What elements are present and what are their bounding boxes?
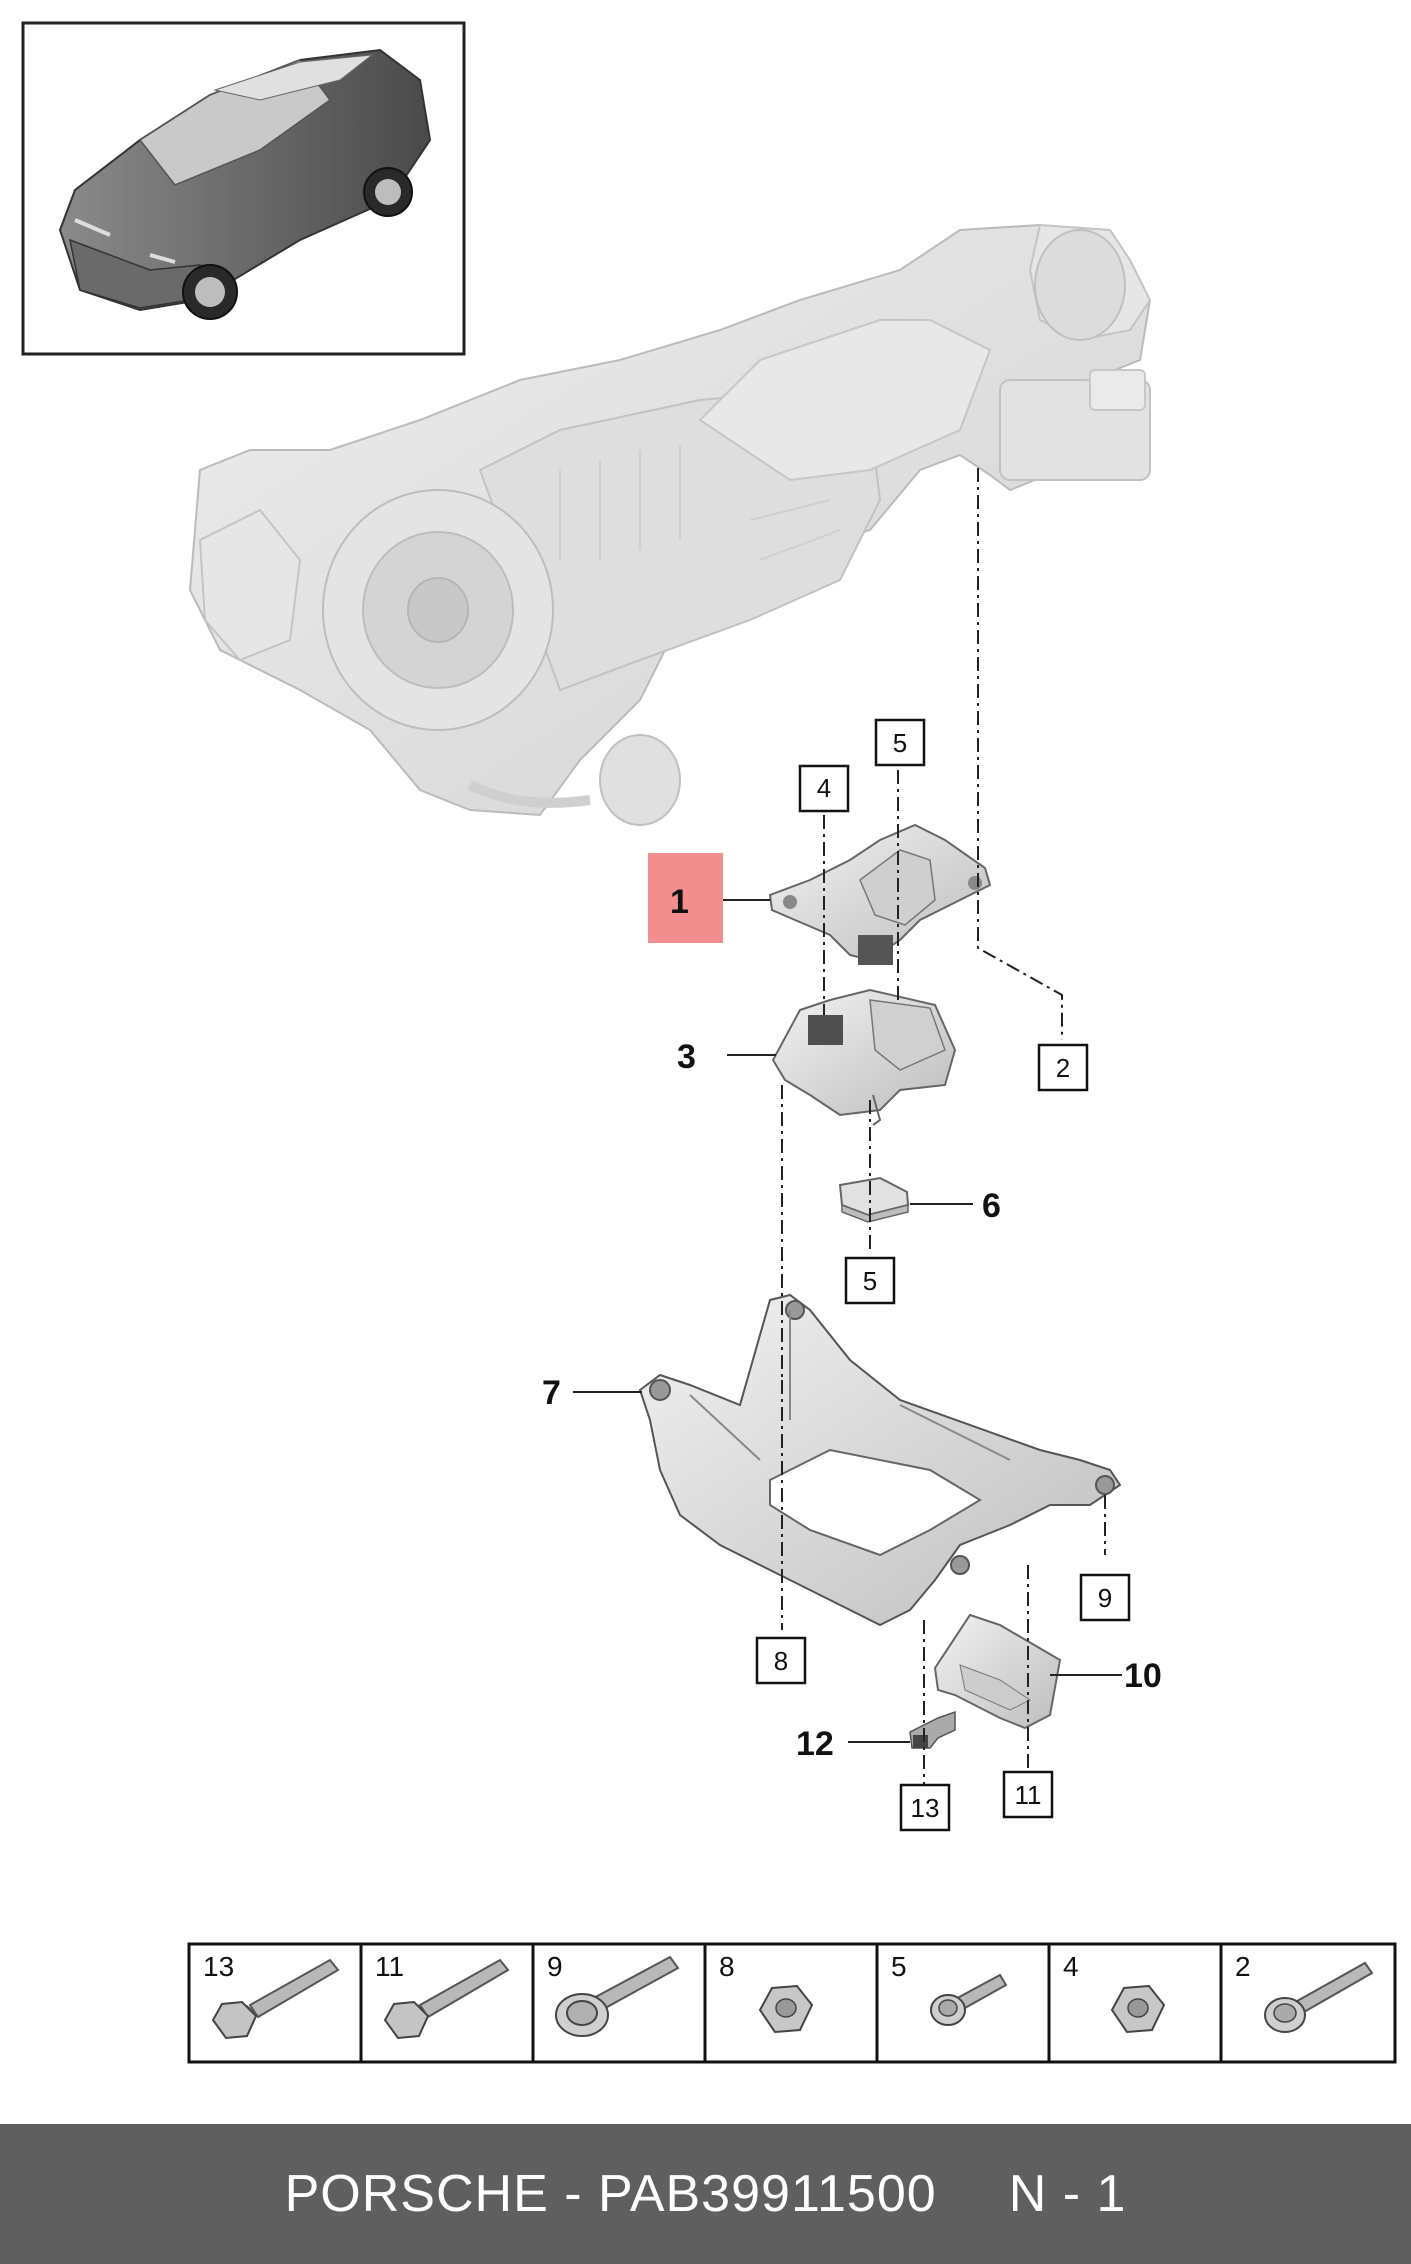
label-part-1: 1 — [670, 883, 689, 921]
part-7-crossmember — [638, 1293, 1122, 1627]
hex-flange-bolt-long-icon — [383, 1958, 510, 2040]
callout-box-2: 2 — [1037, 1043, 1089, 1092]
assembly-lines — [781, 468, 1106, 1785]
spline-bolt-short-icon — [930, 1973, 1008, 2026]
footer-part-info: PORSCHE - PAB39911500 — [284, 2165, 937, 2223]
transmission-illustration — [188, 223, 1152, 826]
fastener-table: 13 11 9 8 5 4 2 — [187, 1942, 1397, 2064]
callout-box-5-bottom: 5 — [844, 1256, 896, 1305]
hex-flange-bolt-long-icon — [211, 1958, 340, 2040]
callout-box-4: 4 — [798, 764, 850, 813]
callout-box-5-top: 5 — [874, 718, 926, 767]
part-10-heat-shield — [933, 1613, 1062, 1730]
table-cell-label: 9 — [547, 1951, 563, 1982]
table-cell-label: 8 — [719, 1951, 735, 1982]
svg-text:8: 8 — [774, 1646, 788, 1676]
hex-flange-nut-icon — [1110, 1984, 1166, 2034]
callout-box-8: 8 — [755, 1636, 807, 1685]
hex-flange-nut-icon — [758, 1984, 814, 2034]
highlight-part-1 — [648, 853, 723, 943]
svg-text:9: 9 — [1098, 1583, 1112, 1613]
vehicle-thumbnail — [21, 21, 466, 356]
callout-box-13: 13 — [899, 1783, 951, 1832]
label-part-6: 6 — [982, 1187, 1001, 1225]
footer-page-info: N - 1 — [1008, 2165, 1127, 2223]
svg-text:5: 5 — [863, 1266, 877, 1296]
spline-flange-bolt-icon — [555, 1955, 680, 2037]
svg-text:11: 11 — [1015, 1780, 1042, 1810]
spline-flange-bolt-icon — [1264, 1961, 1374, 2033]
table-cell-label: 13 — [203, 1951, 234, 1982]
part-6-plate — [838, 1176, 910, 1223]
callout-box-9: 9 — [1079, 1573, 1131, 1622]
table-cell-label: 4 — [1063, 1951, 1079, 1982]
table-cell-label: 11 — [375, 1951, 404, 1982]
svg-text:4: 4 — [817, 773, 831, 803]
car-icon — [58, 48, 432, 320]
label-part-10: 10 — [1124, 1657, 1162, 1695]
part-12-clip — [909, 1710, 956, 1749]
footer-bar: PORSCHE - PAB39911500 N - 1 — [0, 2124, 1411, 2264]
svg-text:2: 2 — [1056, 1053, 1070, 1083]
leader-lines — [573, 899, 1122, 1743]
label-part-12: 12 — [796, 1725, 834, 1763]
part-1-mount-bracket — [768, 823, 992, 965]
label-part-7: 7 — [542, 1374, 561, 1412]
table-cell-label: 2 — [1235, 1951, 1251, 1982]
svg-text:13: 13 — [911, 1793, 940, 1823]
table-cell-label: 5 — [891, 1951, 907, 1982]
svg-text:5: 5 — [893, 728, 907, 758]
label-part-3: 3 — [677, 1038, 696, 1076]
part-3-rubber-mount — [771, 988, 957, 1126]
callout-box-11: 11 — [1002, 1770, 1054, 1819]
